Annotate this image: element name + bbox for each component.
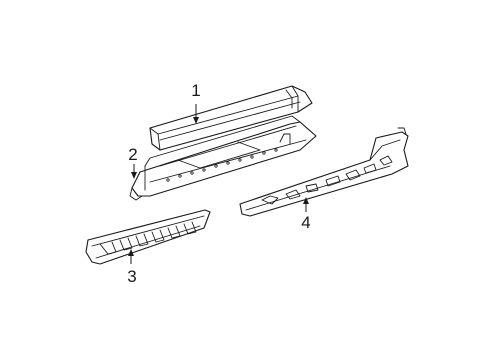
inner-sill-holes bbox=[166, 148, 278, 182]
callout-labels: 1 2 3 4 bbox=[127, 81, 310, 286]
part-2-inner-sill bbox=[129, 115, 317, 201]
callout-4: 4 bbox=[301, 213, 310, 232]
callout-2: 2 bbox=[128, 145, 137, 164]
arrow-4 bbox=[303, 197, 309, 204]
arrow-3 bbox=[128, 249, 134, 256]
part-1-reinforcement bbox=[149, 85, 313, 151]
arrow-2 bbox=[131, 172, 137, 179]
leader-lines bbox=[128, 104, 309, 264]
part-4-outer-rocker bbox=[239, 127, 409, 217]
callout-3: 3 bbox=[127, 267, 136, 286]
arrow-1 bbox=[193, 117, 199, 124]
callout-1: 1 bbox=[191, 81, 200, 100]
part-3-front-extension bbox=[85, 209, 211, 265]
